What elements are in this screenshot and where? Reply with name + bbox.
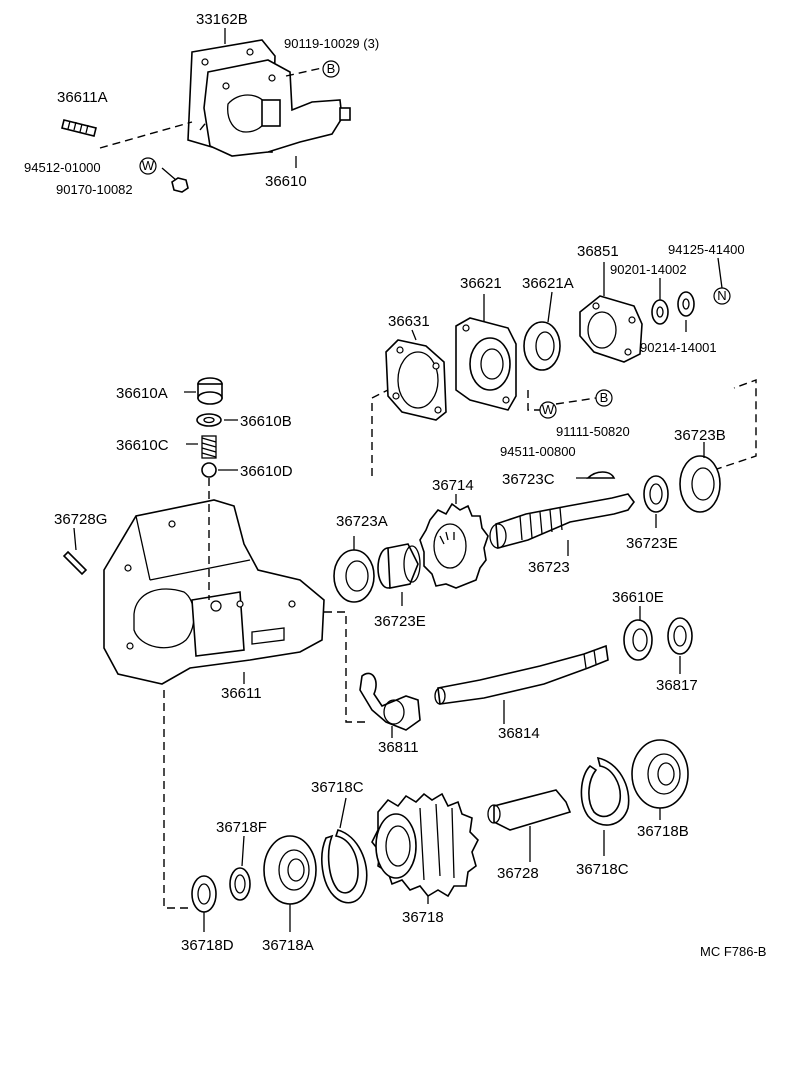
case-36611 — [103, 499, 325, 685]
label-36610C: 36610C — [116, 437, 169, 454]
label-36718C-left: 36718C — [311, 779, 364, 796]
fork-36811 — [359, 672, 421, 731]
label-36718D: 36718D — [181, 937, 234, 954]
label-90201-14002: 90201-14002 — [610, 262, 687, 277]
leaders-detent — [184, 391, 238, 471]
cover-36851 — [579, 295, 643, 363]
plug-36610A — [197, 377, 223, 405]
label-36718B: 36718B — [637, 823, 689, 840]
label-36817: 36817 — [656, 677, 698, 694]
label-91111-50820: 91111-50820 — [556, 424, 630, 439]
label-36621: 36621 — [460, 275, 502, 292]
label-36610: 36610 — [265, 173, 307, 190]
gear-36714 — [419, 502, 489, 589]
label-36611A: 36611A — [57, 89, 108, 106]
nut-90170 — [171, 177, 189, 193]
housing-36610 — [203, 59, 351, 157]
shaft-36723 — [489, 493, 635, 550]
leaders-shaft — [353, 442, 705, 606]
leaders-fork — [391, 606, 681, 738]
label-36718C-right: 36718C — [576, 861, 629, 878]
label-94512-01000: 94512-01000 — [24, 160, 101, 175]
label-36718: 36718 — [402, 909, 444, 926]
label-36610D: 36610D — [240, 463, 293, 480]
label-36610B: 36610B — [240, 413, 292, 430]
gasket-36631 — [385, 339, 447, 421]
stud-36611A — [61, 119, 97, 137]
pin-36728 — [487, 789, 572, 831]
collar-36723E-left — [377, 543, 421, 589]
gear-36718 — [371, 792, 479, 898]
washer-36610E — [623, 619, 653, 661]
label-94511-00800: 94511-00800 — [500, 444, 576, 459]
label-36610E: 36610E — [612, 589, 664, 606]
label-36723A: 36723A — [336, 513, 388, 530]
collar-36723E-right — [643, 475, 669, 513]
label-36718A: 36718A — [262, 937, 314, 954]
bearing-36723B — [679, 455, 721, 513]
pin-36728G — [62, 550, 88, 576]
label-94125-41400: 94125-41400 — [668, 242, 745, 257]
label-36714: 36714 — [432, 477, 474, 494]
leader-dashed-case — [163, 478, 370, 909]
bearing-36718B — [631, 739, 689, 809]
label-90214-14001: 90214-14001 — [640, 340, 717, 355]
label-36814: 36814 — [498, 725, 540, 742]
label-36610A: 36610A — [116, 385, 168, 402]
label-36723: 36723 — [528, 559, 570, 576]
bolt-symbol-top: B — [327, 61, 336, 76]
snapring-36718C-right — [580, 756, 630, 826]
label-36851: 36851 — [577, 243, 619, 260]
washer-90201 — [651, 299, 669, 325]
washer-90214 — [677, 291, 695, 317]
label-36631: 36631 — [388, 313, 430, 330]
washer-icon-top — [139, 157, 157, 175]
gasket-36610B — [196, 413, 222, 427]
label-33162B: 33162B — [196, 11, 248, 28]
label-36621A: 36621A — [522, 275, 574, 292]
bearing-36718A — [263, 835, 317, 905]
washer-symbol-mid: W — [542, 402, 555, 417]
shaft-36814 — [434, 644, 609, 705]
label-36723E-center: 36723E — [374, 613, 426, 630]
ring-36817 — [667, 617, 693, 655]
label-36811: 36811 — [378, 739, 419, 756]
bearing-36723A — [333, 549, 375, 603]
label-36718F: 36718F — [216, 819, 267, 836]
retainer-36621 — [455, 317, 517, 411]
label-36728: 36728 — [497, 865, 539, 882]
shim-36718F — [229, 867, 251, 901]
diagram-code: MC F786-B — [700, 944, 766, 959]
key-36723C — [586, 471, 616, 479]
nut-symbol: N — [717, 288, 726, 303]
bolt-icon-top — [322, 60, 340, 78]
bolt-symbol-mid: B — [600, 390, 609, 405]
snapring-36718C-left — [321, 829, 368, 904]
leaders-mid — [411, 257, 723, 341]
leader-dashed-mid — [371, 379, 757, 476]
label-36723E-right: 36723E — [626, 535, 678, 552]
label-36611: 36611 — [221, 685, 262, 702]
leaders-bottom — [203, 797, 661, 932]
label-36723C: 36723C — [502, 471, 555, 488]
seal-36621A — [523, 321, 561, 371]
washer-symbol-top: W — [142, 158, 155, 173]
spring-36610C — [201, 435, 217, 459]
label-36723B: 36723B — [674, 427, 726, 444]
label-90170-10082: 90170-10082 — [56, 182, 133, 197]
shim-36718D — [191, 875, 217, 913]
label-90119-10029: 90119-10029 (3) — [284, 36, 379, 51]
ball-36610D — [201, 462, 217, 478]
leader-dashed-top — [99, 67, 323, 149]
leader-36728G — [73, 527, 77, 551]
label-36728G: 36728G — [54, 511, 107, 528]
leaders-top — [161, 28, 297, 181]
